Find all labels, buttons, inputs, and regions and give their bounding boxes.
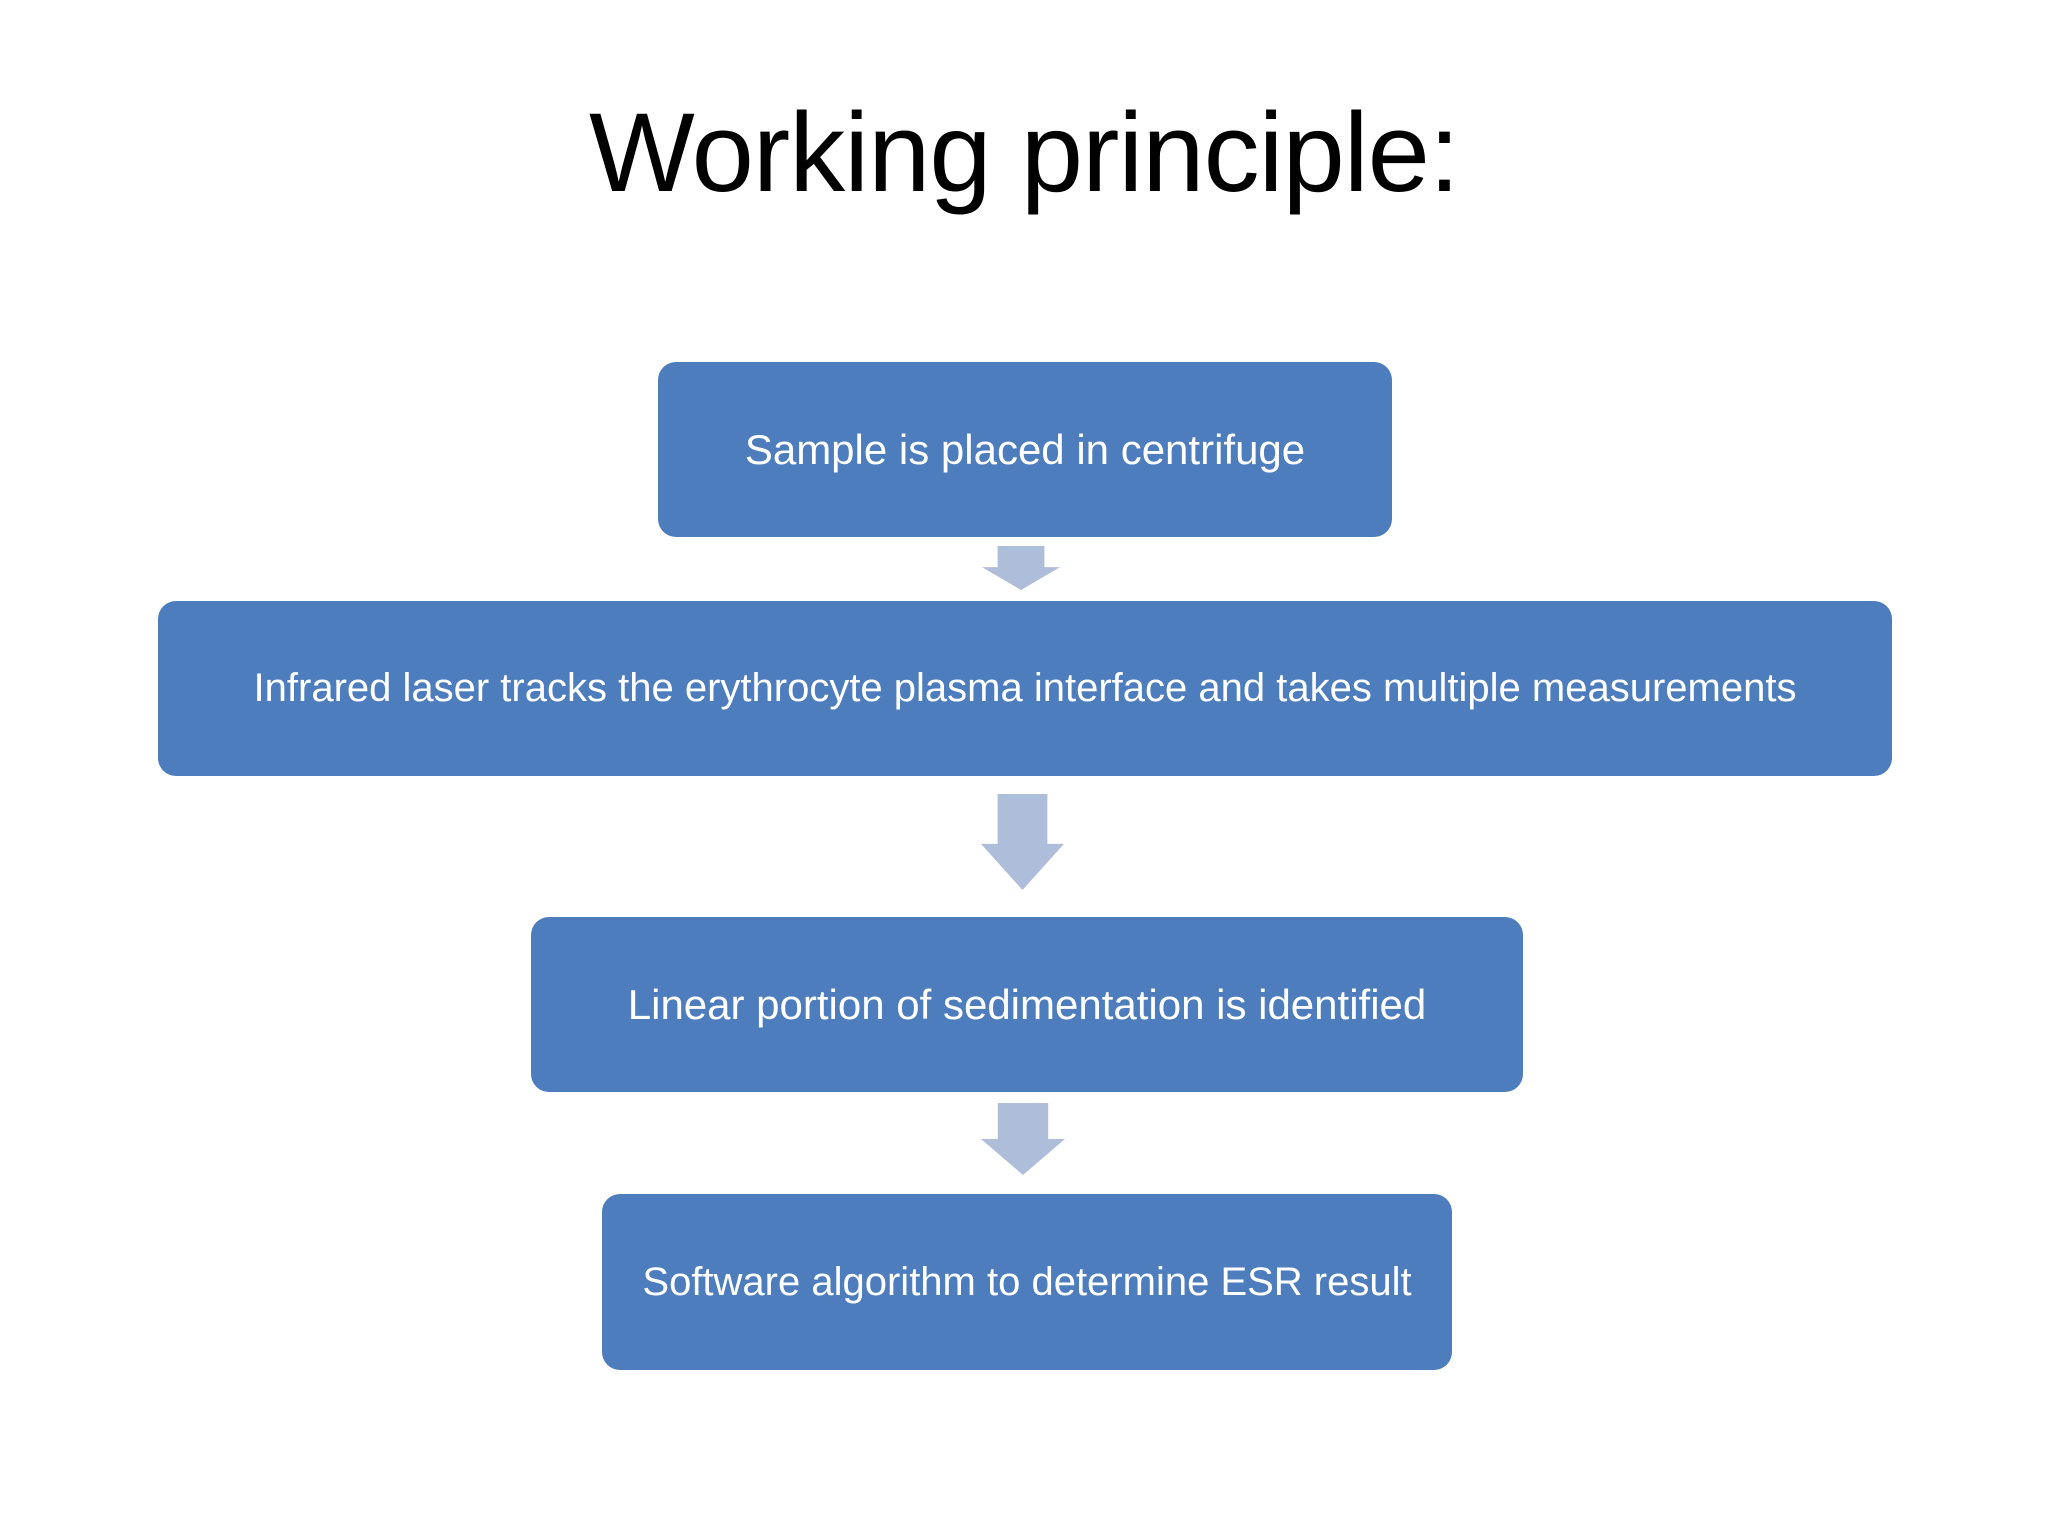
flow-step-software-algorithm: Software algorithm to determine ESR resu… <box>602 1194 1452 1370</box>
flow-step-label: Infrared laser tracks the erythrocyte pl… <box>253 666 1797 710</box>
down-arrow-icon <box>981 1103 1065 1175</box>
slide-title: Working principle: <box>588 90 1460 215</box>
flow-step-linear-portion: Linear portion of sedimentation is ident… <box>531 917 1523 1092</box>
down-arrow-icon <box>982 546 1060 590</box>
flow-step-label: Software algorithm to determine ESR resu… <box>642 1259 1412 1304</box>
flow-step-label: Linear portion of sedimentation is ident… <box>627 980 1427 1028</box>
flow-step-laser-tracking: Infrared laser tracks the erythrocyte pl… <box>158 601 1892 776</box>
flow-step-sample: Sample is placed in centrifuge <box>658 362 1392 537</box>
down-arrow-icon <box>981 794 1064 890</box>
flow-step-label: Sample is placed in centrifuge <box>744 425 1306 473</box>
